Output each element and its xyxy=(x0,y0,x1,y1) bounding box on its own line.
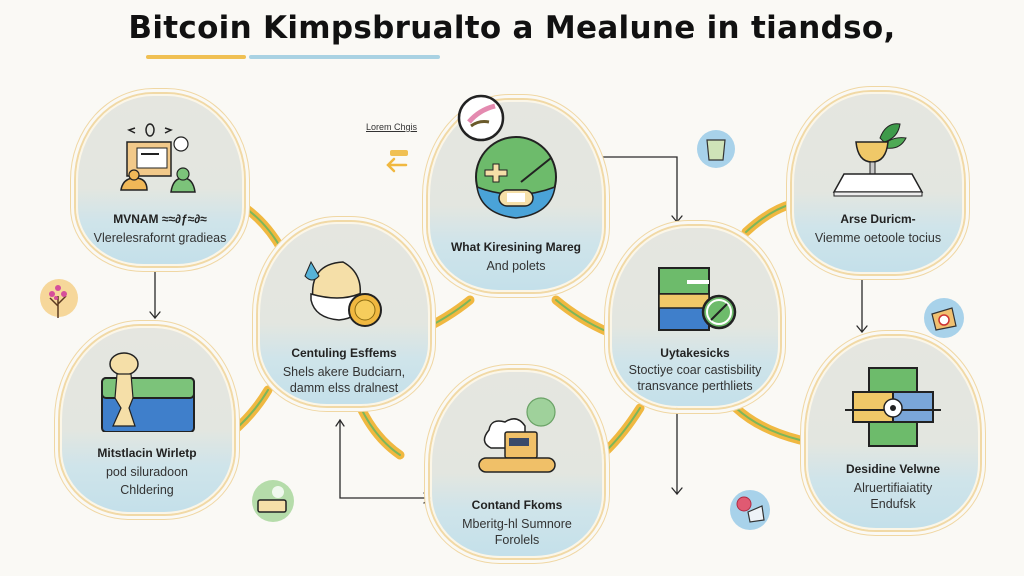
node-bottom-right[interactable]: Desidine Velwne Alruertifiaiatity Endufs… xyxy=(806,336,980,530)
node-center-bottom[interactable]: Contand Fkoms Mberitg-hl Sumnore Forolel… xyxy=(430,370,604,558)
card-chess-piece-icon xyxy=(101,352,195,432)
node-description-line: pod siluradoon xyxy=(105,465,188,479)
node-description-line: Forolels xyxy=(494,533,540,547)
battery-icon xyxy=(252,480,294,522)
title-underline-blue xyxy=(249,55,440,59)
trophy-book-icon xyxy=(832,123,924,197)
side-note-label: Lorem Chgis xyxy=(366,122,418,132)
node-heading: Uytakesicks xyxy=(660,346,730,360)
hand-icon xyxy=(457,94,505,142)
layers-block-icon xyxy=(658,267,737,331)
wallet-coin-icon xyxy=(304,260,382,327)
computer-workstation-icon xyxy=(120,123,196,193)
cloud-tree-laptop-icon xyxy=(478,397,556,473)
flower-icon xyxy=(40,279,78,318)
node-description-line: damm elss dralnest xyxy=(289,381,399,395)
node-description-line: Stoctiye coar castisbility xyxy=(628,363,762,377)
node-description-line: Alruertifiaiatity xyxy=(853,481,933,495)
node-heading: Arse Duricm- xyxy=(840,212,916,226)
node-description-line: transvance perthliets xyxy=(637,379,753,393)
node-top-left[interactable]: MVNAM ≈≈∂ƒ≈∂≈ Vlerelesrafornt gradieas xyxy=(76,94,244,266)
node-description: Viemme oetoole tocius xyxy=(814,231,942,245)
title-underline-yellow xyxy=(146,55,246,59)
node-top-right[interactable]: Arse Duricm- Viemme oetoole tocius xyxy=(792,92,964,274)
node-description-line: Shels akere Budciarn, xyxy=(282,365,406,379)
mascot-icon xyxy=(924,298,964,338)
node-heading: Centuling Esffems xyxy=(291,346,397,360)
node-description: And polets xyxy=(486,259,546,273)
pink-flower-icon xyxy=(730,490,770,530)
node-description-line: Mberitg-hl Sumnore xyxy=(462,517,572,531)
node-center-top[interactable]: What Kiresining Mareg And polets xyxy=(428,100,604,292)
node-description-line: Chldering xyxy=(120,483,174,497)
node-description: Vlerelesrafornt gradieas xyxy=(93,231,227,245)
node-heading: Desidine Velwne xyxy=(845,462,941,476)
node-heading: Mitstlacin Wirletp xyxy=(97,446,197,460)
globe-game-icon xyxy=(475,136,557,219)
cup-icon xyxy=(697,130,735,168)
node-heading: MVNAM ≈≈∂ƒ≈∂≈ xyxy=(113,212,207,226)
node-center-left[interactable]: Centuling Esffems Shels akere Budciarn, … xyxy=(258,222,430,406)
node-description-line: Endufsk xyxy=(870,497,916,511)
page-title: Bitcoin Kimpsbrualto a Mealune in tiands… xyxy=(128,10,896,46)
arrow-connectors xyxy=(149,156,868,504)
node-heading: What Kiresining Mareg xyxy=(450,240,581,254)
node-heading: Contand Fkoms xyxy=(471,498,563,512)
puzzle-map-icon xyxy=(845,367,941,447)
node-bottom-left[interactable]: Mitstlacin Wirletp pod siluradoon Chlder… xyxy=(60,326,234,514)
node-center-right[interactable]: Uytakesicks Stoctiye coar castisbility t… xyxy=(610,226,780,408)
arrow-left-icon xyxy=(386,150,408,173)
